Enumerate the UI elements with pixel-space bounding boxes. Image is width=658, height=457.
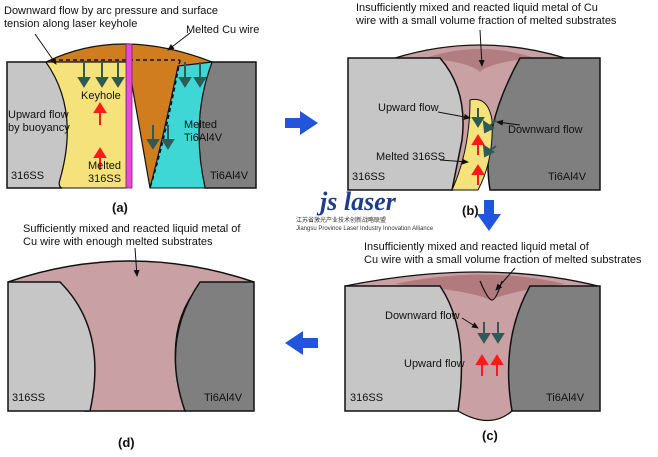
panel-a-melted-ss-label-1: Melted bbox=[88, 160, 121, 172]
watermark-brand: js laser bbox=[316, 187, 397, 216]
watermark-sub-cn: 江苏省激光产业技术创新战略联盟 bbox=[296, 216, 386, 224]
panel-d-ti6al4v-substrate bbox=[174, 281, 255, 412]
panel-a-melted-ss-label-2: 316SS bbox=[88, 173, 121, 185]
panel-a-leader-lines bbox=[34, 32, 191, 65]
panel-b-316ss-label: 316SS bbox=[352, 171, 385, 183]
panel-c-downward-flow-arrows bbox=[477, 322, 505, 344]
panel-b-upward-flow-label: Upward flow bbox=[378, 102, 439, 114]
panel-a-ti6al4v-label: Ti6Al4V bbox=[210, 170, 249, 182]
flow-arrow-c-to-d bbox=[285, 331, 318, 355]
panel-a-caption: (a) bbox=[112, 200, 128, 215]
panel-b-leader-lines bbox=[437, 29, 521, 165]
panel-a-downward-flow-arrows bbox=[77, 62, 207, 150]
panel-a-melted-cu-wire-zone bbox=[45, 43, 213, 189]
panel-d-title-line2: Cu wire with enough melted substrates bbox=[23, 236, 213, 248]
panel-d-ti6al4v-label: Ti6Al4V bbox=[204, 392, 243, 404]
panel-d: Sufficiently mixed and reacted liquid me… bbox=[7, 223, 255, 450]
panel-c-leader-lines bbox=[461, 267, 516, 329]
panel-c-upward-flow-label: Upward flow bbox=[404, 358, 465, 370]
panel-b-title-line2: wire with a small volume fraction of mel… bbox=[355, 15, 617, 27]
panel-a-upward-flow-arrows bbox=[93, 102, 107, 170]
panel-c-top-dark-tint bbox=[395, 274, 565, 300]
panel-a-melted-cu-wire-label: Melted Cu wire bbox=[186, 24, 259, 36]
flow-arrow-b-to-c bbox=[477, 200, 501, 231]
panel-b-downward-flow-arrows bbox=[471, 108, 497, 158]
panel-c-title-line1: Insufficiently mixed and reacted liquid … bbox=[364, 241, 590, 253]
panel-d-leader-line bbox=[133, 247, 140, 277]
panel-c-316ss-label: 316SS bbox=[350, 392, 383, 404]
panel-c-ti6al4v-label: Ti6Al4V bbox=[546, 392, 585, 404]
panel-a-316ss-label: 316SS bbox=[11, 170, 44, 182]
panel-d-title-line1: Sufficiently mixed and reacted liquid me… bbox=[23, 223, 241, 235]
panel-a-melted-ti-label-1: Melted bbox=[184, 119, 217, 131]
jslaser-watermark: js laser 江苏省激光产业技术创新战略联盟 Jiangsu Provinc… bbox=[296, 187, 434, 232]
panel-c-caption: (c) bbox=[482, 428, 498, 443]
panel-a-title-line1: Downward flow by arc pressure and surfac… bbox=[4, 5, 218, 17]
panel-c-downward-flow-label: Downward flow bbox=[385, 310, 460, 322]
panel-d-316ss-label: 316SS bbox=[12, 392, 45, 404]
panel-a-upward-flow-label-1: Upward flow bbox=[8, 109, 69, 121]
panel-d-caption: (d) bbox=[118, 435, 135, 450]
panel-b-title-line1: Insufficiently mixed and reacted liquid … bbox=[356, 2, 598, 14]
panel-c-upward-flow-arrows bbox=[475, 354, 504, 376]
panel-b-316ss-substrate bbox=[347, 57, 464, 191]
panel-c-316ss-substrate bbox=[344, 285, 463, 412]
panel-b-ti6al4v-label: Ti6Al4V bbox=[548, 171, 587, 183]
panel-d-316ss-substrate bbox=[7, 281, 96, 412]
watermark-sub-en: Jiangsu Province Laser Industry Innovati… bbox=[296, 226, 434, 232]
panel-c-ti6al4v-substrate bbox=[507, 285, 601, 412]
panel-b-caption: (b) bbox=[462, 203, 479, 218]
panel-b-melted-ss-label: Melted 316SS bbox=[376, 151, 445, 163]
panel-a-keyhole-label: Keyhole bbox=[81, 90, 121, 102]
panel-b-upward-flow-arrows bbox=[471, 134, 485, 185]
panel-c-title-line2: Cu wire with a small volume fraction of … bbox=[364, 254, 642, 266]
panel-c: Insufficiently mixed and reacted liquid … bbox=[344, 241, 642, 443]
panel-a-keyhole-outline bbox=[52, 59, 181, 189]
panel-a-melted-316ss-zone bbox=[45, 61, 128, 189]
panel-a-title-line2: tension along laser keyhole bbox=[4, 18, 137, 30]
flow-arrow-a-to-b bbox=[285, 111, 318, 135]
panel-a-laser-beam bbox=[125, 43, 133, 189]
panel-a-melted-ti-label-2: Ti6Al4V bbox=[184, 132, 223, 144]
panel-a-upward-flow-label-2: by buoyancy bbox=[8, 122, 70, 134]
panel-b-downward-flow-label: Downward flow bbox=[508, 124, 583, 136]
panel-a: Downward flow by arc pressure and surfac… bbox=[4, 5, 259, 215]
panel-b: Insufficiently mixed and reacted liquid … bbox=[347, 2, 617, 218]
